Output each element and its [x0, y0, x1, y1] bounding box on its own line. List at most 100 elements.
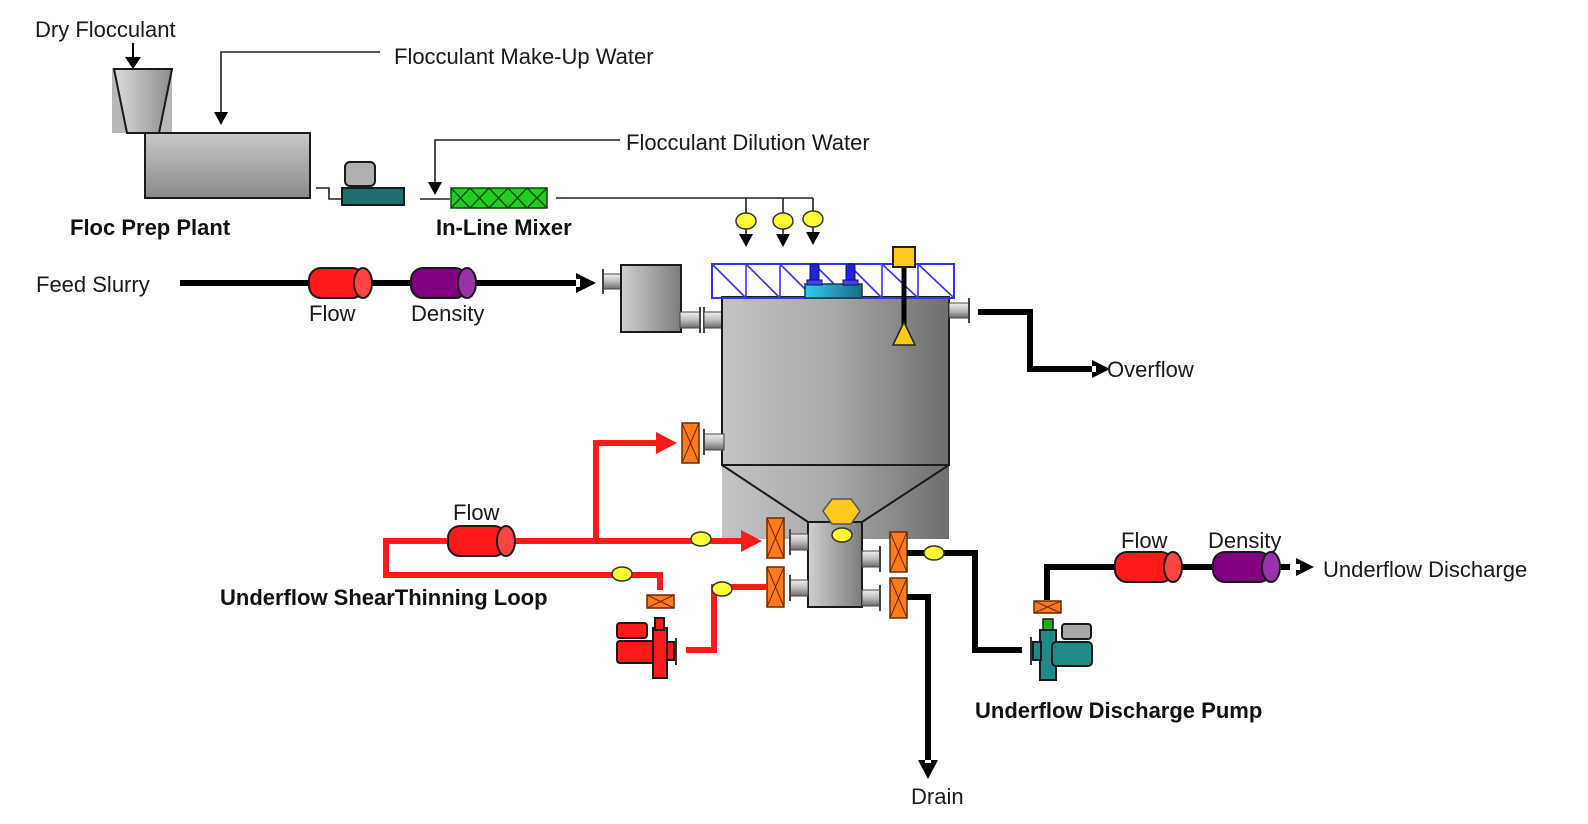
feed-density-meter[interactable]: Density	[410, 267, 484, 326]
uf-flow-meter-end	[1163, 551, 1183, 583]
underflow-discharge-pump[interactable]: Underflow Discharge Pump	[975, 618, 1262, 723]
underflow-discharge-sample-point[interactable]	[923, 545, 945, 561]
uf-pump-body-icon	[1051, 641, 1093, 667]
left-nozzle-upper	[789, 533, 809, 551]
loop-pump-casing-icon	[652, 627, 668, 679]
drive-motor-1-base	[806, 279, 823, 286]
underflow-discharge-label: Underflow Discharge	[1323, 557, 1527, 582]
underflow-arrow-notch	[1296, 564, 1300, 570]
feed-arrow-icon	[576, 273, 596, 293]
feed-flow-label: Flow	[309, 301, 356, 326]
underflow-discharge-pipe	[1044, 564, 1290, 600]
inline-mixer-label: In-Line Mixer	[436, 215, 572, 240]
uf-pump-discharge-valve[interactable]	[1033, 600, 1062, 614]
underflow-arrow-icon	[1296, 558, 1314, 576]
floc-transfer-pump[interactable]	[341, 161, 405, 206]
overflow-arrow-icon	[1092, 360, 1110, 378]
left-nozzle-lower	[789, 579, 809, 597]
floc-sample-point-2[interactable]	[772, 212, 794, 230]
upper-loop-return	[703, 429, 725, 455]
loop-flow-meter-end	[496, 525, 516, 557]
feed-well-icon	[620, 264, 682, 333]
underflow-box-left-nozzles	[789, 529, 809, 601]
floc-prep-tank-icon	[144, 132, 311, 199]
overflow-nozzle	[948, 302, 970, 319]
loop-suction-valve[interactable]	[766, 566, 785, 608]
valve-cross	[766, 517, 785, 559]
loop-discharge-sample-point[interactable]	[611, 566, 633, 582]
loop-return-valve[interactable]	[766, 517, 785, 559]
valve-cross	[766, 566, 785, 608]
mixer-elements-icon	[450, 187, 548, 209]
feed-density-meter-end	[457, 267, 477, 299]
drain-valve[interactable]	[889, 577, 908, 619]
feed-well-outlet-nozzle	[679, 311, 701, 329]
loop-suction-sample-point[interactable]	[711, 581, 733, 597]
loop-pump-motor-icon	[616, 622, 648, 639]
drive-motor-2-base	[842, 279, 859, 286]
thickener-tank[interactable]	[721, 296, 950, 539]
overflow-pipe	[978, 309, 1094, 372]
feed-arrow-notch	[576, 279, 580, 287]
loop-suction-pipe	[686, 584, 767, 653]
loop-return-sample-point[interactable]	[690, 531, 712, 547]
uf-flow-label: Flow	[1121, 528, 1168, 553]
valve-cross	[889, 531, 908, 573]
uf-density-label: Density	[1208, 528, 1281, 553]
floc-prep-plant-label: Floc Prep Plant	[70, 215, 231, 240]
floc-sample-point-1[interactable]	[735, 212, 757, 230]
dry-flocculant-arrow-icon	[125, 57, 141, 69]
valve-cross	[1033, 600, 1062, 614]
shear-thinning-loop: Underflow ShearThinning Loop	[220, 432, 767, 653]
feed-well[interactable]	[602, 264, 725, 333]
makeup-water-arrow-icon	[214, 112, 228, 125]
loop-flow-meter[interactable]: Flow	[447, 500, 516, 557]
drain-arrow-icon	[918, 760, 938, 779]
underflow-discharge-valve[interactable]	[889, 531, 908, 573]
inline-mixer[interactable]: In-Line Mixer	[436, 187, 572, 240]
feed-flow-meter[interactable]: Flow	[308, 267, 373, 326]
level-transmitter-icon	[892, 246, 916, 268]
shear-loop-pump[interactable]	[616, 617, 677, 679]
underflow-density-meter[interactable]: Density	[1208, 528, 1281, 583]
rake-drive[interactable]	[804, 263, 863, 299]
floc-pump-base-icon	[341, 187, 405, 206]
dilution-water-line: Flocculant Dilution Water	[428, 130, 870, 195]
right-nozzle-lower	[861, 589, 881, 607]
loop-pump-discharge-valve[interactable]	[646, 594, 675, 609]
uf-pump-motor-icon	[1061, 623, 1092, 640]
upper-return-valve[interactable]	[681, 422, 700, 464]
uf-pump-label: Underflow Discharge Pump	[975, 698, 1262, 723]
shear-loop-label: Underflow ShearThinning Loop	[220, 585, 548, 610]
floc-prep-tank[interactable]: Floc Prep Plant	[70, 132, 311, 240]
floc-sample-point-3[interactable]	[802, 210, 824, 228]
underflow-sample-point[interactable]	[831, 527, 853, 543]
makeup-water-line: Flocculant Make-Up Water	[214, 44, 654, 125]
floc-distribution-header	[556, 197, 824, 247]
makeup-water-label: Flocculant Make-Up Water	[394, 44, 654, 69]
floc-arrow-1-icon	[739, 234, 753, 247]
floc-arrow-3-icon	[806, 232, 820, 245]
drain-pipe	[907, 594, 931, 762]
loop-pump-body-icon	[616, 640, 658, 664]
level-indicator[interactable]	[891, 246, 917, 346]
rake-hub-icon	[822, 498, 861, 525]
valve-cross	[646, 594, 675, 609]
dilution-water-label: Flocculant Dilution Water	[626, 130, 870, 155]
overflow-label: Overflow	[1107, 357, 1194, 382]
makeup-water-pipe	[220, 51, 380, 118]
underflow-box[interactable]	[807, 498, 863, 608]
flocculant-hopper[interactable]	[112, 68, 174, 134]
underflow-flow-meter[interactable]: Flow	[1114, 528, 1183, 583]
upper-return-nozzle	[703, 433, 725, 451]
loop-pump-outlet-icon	[654, 617, 665, 631]
floc-prep-outlet-pipe	[316, 187, 342, 200]
drain-line: Drain	[907, 594, 964, 809]
dry-flocculant-label: Dry Flocculant	[35, 17, 176, 42]
underflow-suction-pipe	[907, 550, 1022, 653]
underflow-box-right-nozzles	[861, 546, 881, 611]
drive-motor-2-icon	[845, 263, 856, 283]
loop-main-pipe	[383, 538, 745, 590]
loop-upper-branch-pipe	[593, 440, 660, 541]
